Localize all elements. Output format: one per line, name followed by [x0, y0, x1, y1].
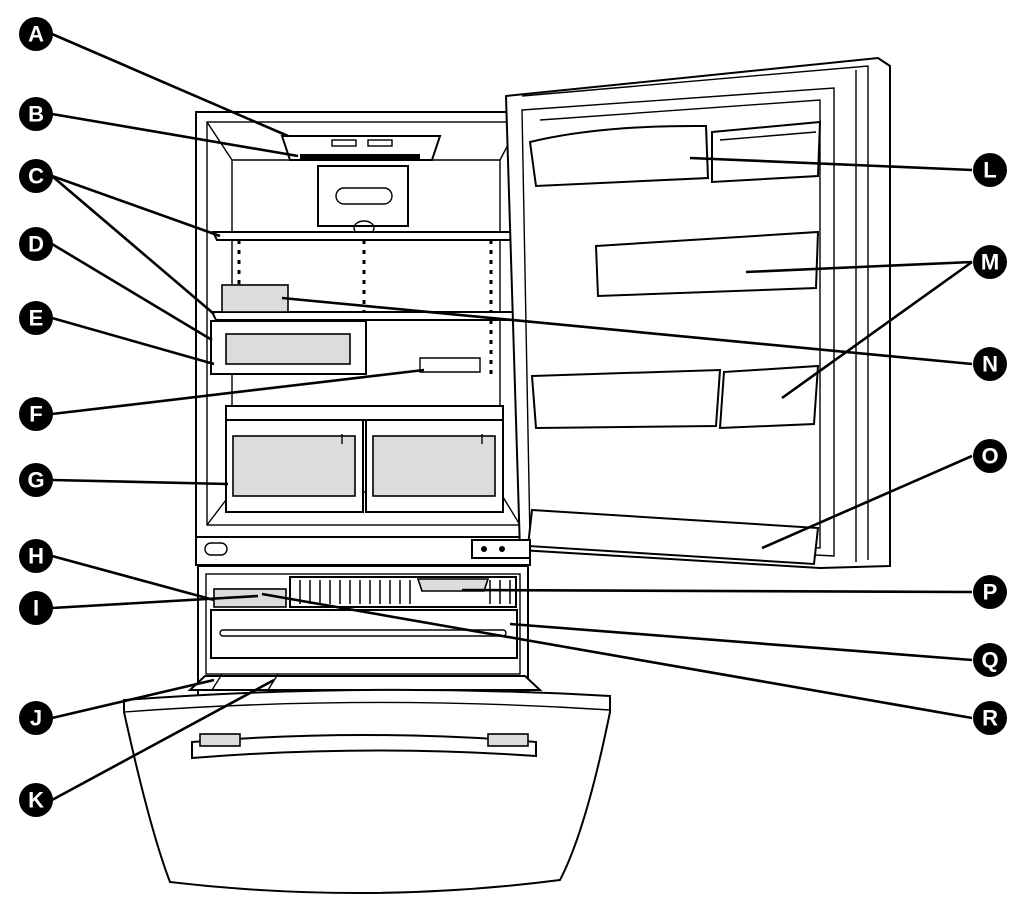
callout-n: N: [973, 347, 1007, 381]
door-bin-lower-right: [718, 364, 820, 430]
callout-b: B: [19, 97, 53, 131]
svg-text:F: F: [29, 402, 42, 427]
callout-e: E: [19, 301, 53, 335]
svg-text:C: C: [28, 164, 44, 189]
callout-a: A: [19, 17, 53, 51]
callout-i: I: [19, 591, 53, 625]
callout-q: Q: [973, 643, 1007, 677]
leader-lines: [51, 32, 973, 802]
callout-g: G: [19, 463, 53, 497]
callout-h: H: [19, 539, 53, 573]
freezer-upper-drawer: [210, 609, 518, 659]
fresh-food-door: [471, 56, 891, 570]
svg-text:O: O: [981, 444, 998, 469]
door-bin-lower-left: [530, 368, 722, 430]
door-bin-middle: [594, 230, 820, 298]
shelf-bracket: [419, 357, 481, 373]
ice-tray: [289, 576, 517, 608]
control-panel: [280, 135, 442, 161]
callout-o: O: [973, 439, 1007, 473]
callout-m: M: [973, 245, 1007, 279]
svg-text:N: N: [982, 352, 998, 377]
callout-k: K: [19, 783, 53, 817]
svg-text:M: M: [981, 250, 999, 275]
crisper-drawers: [225, 405, 504, 513]
glass-shelf-upper: [211, 231, 521, 241]
door-dairy-compartment: [528, 124, 710, 188]
door-bin-bottom: [526, 508, 820, 566]
svg-text:A: A: [28, 22, 44, 47]
svg-text:L: L: [983, 158, 996, 183]
svg-text:P: P: [983, 580, 998, 605]
svg-text:G: G: [27, 468, 44, 493]
svg-text:I: I: [33, 596, 39, 621]
deli-drawer: [210, 320, 367, 375]
svg-text:K: K: [28, 788, 44, 813]
svg-text:R: R: [982, 706, 998, 731]
shelf-compartment: [221, 284, 289, 313]
svg-text:Q: Q: [981, 648, 998, 673]
freezer-drawer: [123, 673, 611, 894]
svg-text:E: E: [29, 306, 44, 331]
callout-r: R: [973, 701, 1007, 735]
callout-j: J: [19, 701, 53, 735]
svg-text:H: H: [28, 544, 44, 569]
callout-c: C: [19, 159, 53, 193]
svg-text:B: B: [28, 102, 44, 127]
callout-f: F: [19, 397, 53, 431]
svg-text:J: J: [30, 706, 42, 731]
refrigerator-illustration: [123, 56, 891, 894]
callout-l: L: [973, 153, 1007, 187]
air-tower: [317, 165, 409, 236]
callout-p: P: [973, 575, 1007, 609]
callout-d: D: [19, 227, 53, 261]
svg-text:D: D: [28, 232, 44, 257]
